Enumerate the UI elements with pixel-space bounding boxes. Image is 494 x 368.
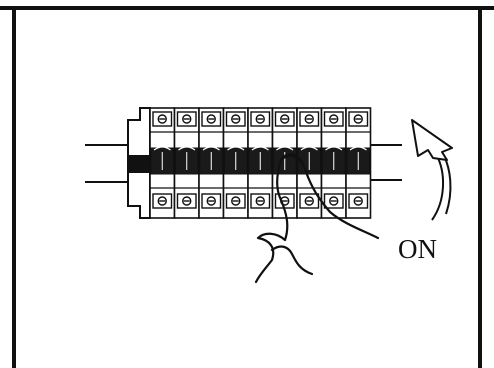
frame bbox=[0, 6, 494, 368]
thumb bbox=[270, 245, 314, 276]
breaker-module bbox=[198, 107, 225, 219]
lever-highlight bbox=[251, 146, 269, 151]
end-bracket bbox=[127, 107, 151, 219]
breaker-row bbox=[149, 107, 372, 219]
arrow-shaft bbox=[431, 153, 452, 221]
lever-highlight bbox=[178, 146, 196, 151]
lever-highlight bbox=[153, 146, 171, 151]
lever-highlight bbox=[227, 146, 245, 151]
breaker-module bbox=[320, 107, 347, 219]
breaker-module bbox=[247, 107, 274, 219]
curved-arrow bbox=[411, 119, 453, 221]
lever-highlight bbox=[276, 146, 294, 151]
lever-highlight bbox=[349, 146, 367, 151]
breaker-module bbox=[296, 107, 323, 219]
hand-illustration bbox=[254, 153, 380, 284]
lever-highlight bbox=[325, 146, 343, 151]
finger-tip bbox=[279, 153, 304, 164]
breaker-module bbox=[173, 107, 200, 219]
lever-highlight bbox=[202, 146, 220, 151]
on-label: ON bbox=[398, 234, 437, 264]
breaker-module bbox=[271, 107, 298, 219]
breaker-module bbox=[345, 107, 372, 219]
lever-highlight bbox=[300, 146, 318, 151]
breaker-module bbox=[222, 107, 249, 219]
arrow-head bbox=[411, 119, 453, 161]
bracket-clip bbox=[127, 155, 151, 173]
breaker-module bbox=[149, 107, 176, 219]
